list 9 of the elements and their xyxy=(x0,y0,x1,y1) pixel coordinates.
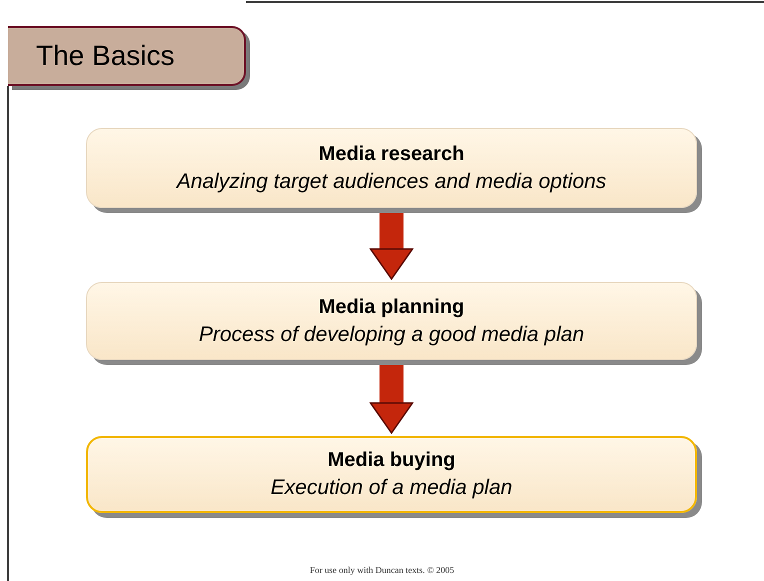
arrow xyxy=(370,210,414,280)
box-description: Analyzing target audiences and media options xyxy=(176,170,606,194)
box-description: Execution of a media plan xyxy=(270,476,512,500)
footer-note: For use only with Duncan texts. © 2005 xyxy=(308,565,456,575)
box-heading: Media buying xyxy=(328,449,456,472)
box-description: Process of developing a good media plan xyxy=(198,322,584,346)
arrow xyxy=(370,362,414,434)
box-heading: Media research xyxy=(318,142,464,166)
box-heading: Media planning xyxy=(318,296,464,318)
